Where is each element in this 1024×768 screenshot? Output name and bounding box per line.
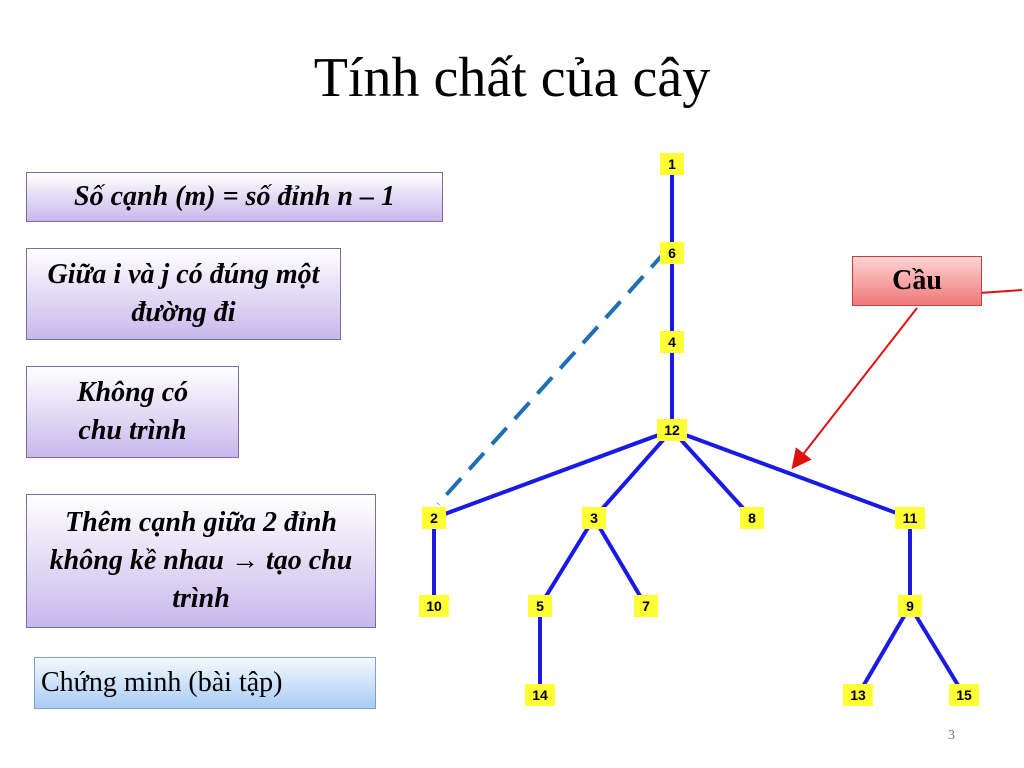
tree-edge-12-3 — [592, 428, 674, 520]
tree-edge-12-11 — [671, 428, 911, 520]
property-box-add-edge: Thêm cạnh giữa 2 đỉnh không kề nhau → tạ… — [26, 494, 376, 628]
tree-node-label-10: 10 — [426, 598, 442, 614]
tree-node-7: 7 — [634, 595, 658, 617]
bridge-arrow-layer — [791, 289, 1023, 470]
tree-node-14: 14 — [525, 684, 555, 706]
tree-node-4: 4 — [660, 331, 684, 353]
tree-node-label-1: 1 — [668, 156, 676, 172]
tree-edge-12-2 — [433, 428, 673, 520]
added-edge-dashed — [436, 249, 668, 506]
tree-node-label-11: 11 — [903, 510, 918, 526]
tree-node-13: 13 — [843, 684, 873, 706]
property-text-add-edge: Thêm cạnh giữa 2 đỉnh không kề nhau → tạ… — [49, 507, 353, 614]
tree-node-box-13 — [843, 684, 873, 706]
tree-node-box-11 — [895, 507, 925, 529]
tree-node-label-7: 7 — [642, 598, 650, 614]
tree-node-label-13: 13 — [850, 687, 866, 703]
slide-title: Tính chất của cây — [313, 47, 711, 109]
proof-box: Chứng minh (bài tập) — [34, 657, 376, 709]
tree-node-label-12: 12 — [664, 422, 680, 438]
tree-node-9: 9 — [898, 595, 922, 617]
tree-node-label-6: 6 — [668, 245, 676, 261]
tree-node-label-3: 3 — [590, 510, 598, 526]
tree-node-8: 8 — [740, 507, 764, 529]
tree-node-box-5 — [528, 595, 552, 617]
tree-node-label-9: 9 — [906, 598, 914, 614]
tree-edge-9-15 — [908, 604, 966, 697]
tree-node-label-8: 8 — [748, 510, 756, 526]
tree-node-label-14: 14 — [532, 687, 548, 703]
tree-node-box-8 — [740, 507, 764, 529]
tree-edges — [432, 164, 966, 697]
proof-text: Chứng minh (bài tập) — [41, 667, 283, 698]
tree-node-10: 10 — [419, 595, 449, 617]
tree-node-box-9 — [898, 595, 922, 617]
tree-node-label-5: 5 — [536, 598, 544, 614]
tree-node-box-4 — [660, 331, 684, 353]
tree-node-box-6 — [660, 242, 684, 264]
tree-node-label-15: 15 — [956, 687, 972, 703]
tree-edge-9-13 — [856, 604, 912, 697]
tree-node-15: 15 — [949, 684, 979, 706]
tree-node-label-4: 4 — [668, 334, 676, 350]
property-box-no-cycle: Không có chu trình — [26, 366, 239, 458]
tree-node-6: 6 — [660, 242, 684, 264]
page-number: 3 — [948, 728, 955, 743]
tree-nodes: 1 6 4 12 2 3 8 11 10 5 7 9 14 13 15 — [419, 153, 979, 706]
property-box-edges: Số cạnh (m) = số đỉnh n – 1 — [26, 172, 443, 222]
tree-node-box-15 — [949, 684, 979, 706]
tree-node-box-3 — [582, 507, 606, 529]
property-text-no-cycle: Không có chu trình — [76, 377, 189, 446]
tree-node-box-14 — [525, 684, 555, 706]
property-text-unique-path: Giữa i và j có đúng một đường đi — [47, 259, 320, 328]
tree-node-11: 11 — [895, 507, 925, 529]
tree-node-box-7 — [634, 595, 658, 617]
tree-node-1: 1 — [660, 153, 684, 175]
bridge-callout: Cầu — [852, 256, 982, 306]
tree-node-2: 2 — [422, 507, 446, 529]
property-box-unique-path: Giữa i và j có đúng một đường đi — [26, 248, 341, 340]
bridge-arrow — [791, 307, 918, 470]
tree-node-label-2: 2 — [430, 510, 438, 526]
tree-node-3: 3 — [582, 507, 606, 529]
property-text-edges: Số cạnh (m) = số đỉnh n – 1 — [74, 181, 395, 212]
tree-node-box-10 — [419, 595, 449, 617]
bridge-label: Cầu — [892, 265, 942, 296]
tree-node-box-12 — [657, 419, 687, 441]
tree-edge-3-7 — [592, 516, 648, 608]
tree-node-5: 5 — [528, 595, 552, 617]
tree-node-12: 12 — [657, 419, 687, 441]
tree-node-box-2 — [422, 507, 446, 529]
tree-edge-12-8 — [670, 428, 754, 520]
tree-edge-3-5 — [538, 516, 596, 608]
tree-node-box-1 — [660, 153, 684, 175]
